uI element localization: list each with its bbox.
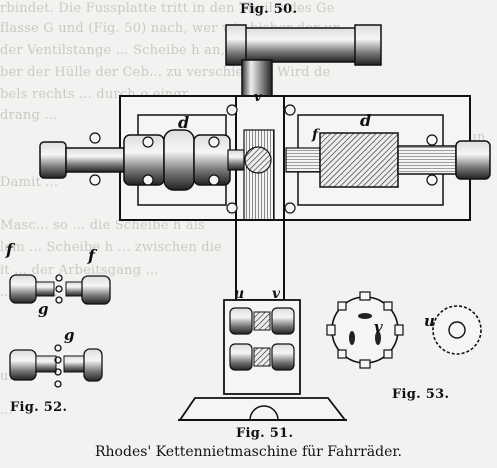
background-line: ... bbox=[0, 403, 13, 418]
label-g-fig52-top: g bbox=[38, 300, 49, 318]
label-f-fig52-left: f bbox=[6, 240, 14, 259]
label-v-fig53: v bbox=[374, 318, 384, 336]
label-u-fig51: u bbox=[234, 286, 245, 302]
label-u-fig53: u bbox=[424, 312, 436, 330]
label-d-left: d bbox=[178, 113, 190, 132]
background-line: lem ... Scheibe h ... zwischen die bbox=[0, 240, 223, 255]
label-f-center: f bbox=[312, 127, 319, 143]
figure-53-caption: Fig. 53. bbox=[392, 387, 450, 402]
figure-50-drawing bbox=[39, 24, 491, 301]
figure-51-caption: Fig. 51. bbox=[236, 426, 294, 441]
background-line: Damit ... bbox=[0, 175, 59, 190]
background-line: it ... der Arbeitsgang ... bbox=[0, 263, 159, 278]
figure-52-drawing bbox=[9, 274, 111, 388]
background-line: Masc... so ... die Scheibe h als bbox=[0, 218, 206, 233]
label-v-fig50: v bbox=[254, 90, 262, 105]
background-line: rbindet. Die Fussplatte tritt in den The… bbox=[0, 1, 335, 16]
background-line: drang ... bbox=[0, 108, 58, 123]
label-g-fig52-bottom: g bbox=[64, 326, 75, 344]
figure-51-drawing bbox=[178, 299, 347, 421]
figure-50-caption: Fig. 50. bbox=[240, 2, 298, 17]
label-v-fig51: v bbox=[272, 286, 281, 302]
label-d-right: d bbox=[360, 111, 372, 130]
main-caption: Rhodes' Kettennietmaschine für Fahrräder… bbox=[95, 444, 402, 460]
figure-53-drawing bbox=[326, 291, 482, 369]
label-f-fig52-right: f bbox=[88, 246, 96, 265]
figure-52-caption: Fig. 52. bbox=[10, 400, 68, 415]
